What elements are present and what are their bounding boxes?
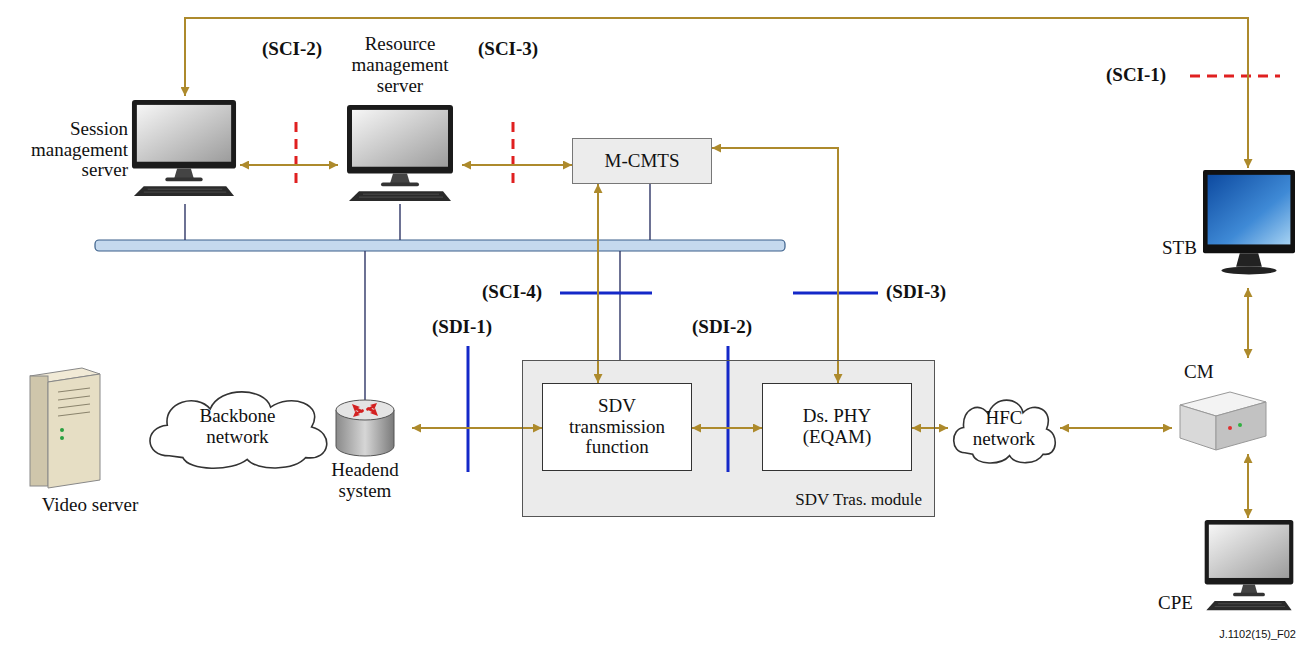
connector-arrow xyxy=(1060,427,1172,429)
connector-arrow xyxy=(692,427,762,429)
device-node: STB xyxy=(1160,168,1296,288)
connector-arrow xyxy=(912,427,948,429)
connector-arrow xyxy=(1247,454,1249,518)
process-box: M-CMTS xyxy=(572,138,712,184)
module-box: SDV Tras. module SDV transmission functio… xyxy=(522,360,935,517)
node-label: Resource management server xyxy=(338,34,462,97)
server-node: Resource management server xyxy=(338,34,462,204)
label-text: (SCI-4) xyxy=(482,281,542,302)
node-label: Headend system xyxy=(325,460,405,502)
label-text: (SCI-3) xyxy=(478,38,538,59)
function-box: Ds. PHY (EQAM) xyxy=(762,383,912,471)
network-cloud: Backbone network xyxy=(140,382,335,472)
interface-label: (SCI-4) xyxy=(482,281,542,303)
server-node: Video server xyxy=(10,362,170,516)
connector-arrow xyxy=(712,148,838,383)
label-text: (SCI-1) xyxy=(1106,64,1166,85)
node-label: Session management server xyxy=(8,119,128,182)
node-label: Ds. PHY (EQAM) xyxy=(787,406,887,448)
figure-number: J.1102(15)_F02 xyxy=(1219,628,1296,640)
node-label: Video server xyxy=(42,495,138,516)
node-label: SDV Tras. module xyxy=(795,491,922,510)
interface-label: (SDI-1) xyxy=(432,316,492,338)
connector-arrow xyxy=(1247,288,1249,358)
label-text: (SCI-2) xyxy=(262,38,322,59)
node-label: SDV transmission function xyxy=(553,396,681,459)
label-text: (SDI-1) xyxy=(432,316,492,337)
node-label: Backbone network xyxy=(183,406,293,448)
label-text: (SDI-3) xyxy=(886,281,946,302)
interface-label: (SCI-2) xyxy=(262,38,322,60)
node-label: HFC network xyxy=(964,408,1044,450)
label-text: J.1102(15)_F02 xyxy=(1219,628,1296,640)
device-node: CM xyxy=(1172,358,1268,454)
node-label: CPE xyxy=(1158,593,1193,614)
router-node: Headend system xyxy=(318,398,412,502)
interface-label: (SDI-3) xyxy=(886,281,946,303)
connector-arrow xyxy=(462,164,572,166)
interface-label: (SDI-2) xyxy=(692,316,752,338)
server-node: Session management server xyxy=(8,96,240,204)
node-label: CM xyxy=(1184,362,1214,383)
connector-arrow xyxy=(240,164,338,166)
interface-label: (SCI-1) xyxy=(1106,64,1166,86)
connector-arrow xyxy=(185,18,1248,168)
node-label: STB xyxy=(1162,238,1197,259)
node-label: M-CMTS xyxy=(605,151,680,172)
connector-arrow xyxy=(597,184,599,383)
interface-label: (SCI-3) xyxy=(478,38,538,60)
label-text: (SDI-2) xyxy=(692,316,752,337)
network-cloud: HFC network xyxy=(948,392,1060,466)
device-node: CPE xyxy=(1156,518,1296,618)
function-box: SDV transmission function xyxy=(542,383,692,471)
